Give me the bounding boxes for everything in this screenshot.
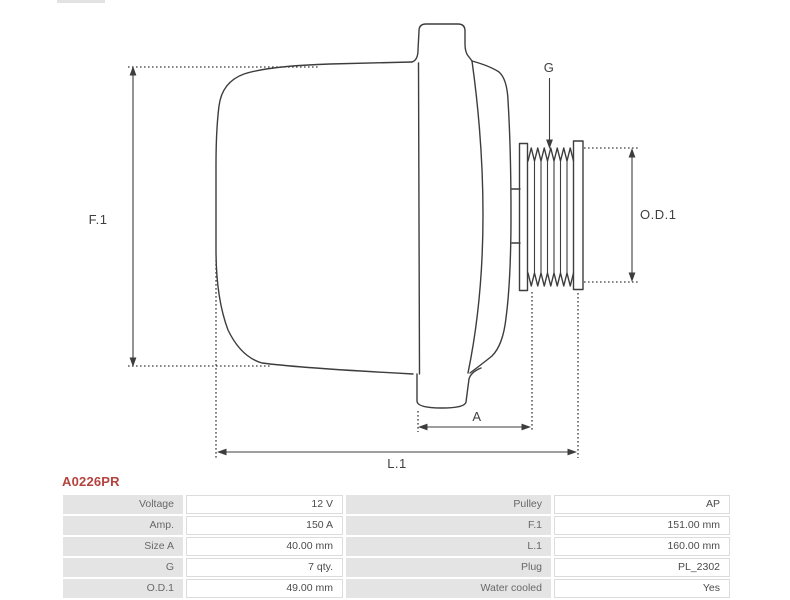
spec-value: 160.00 mm <box>554 537 730 556</box>
dimension-l1: L.1 <box>217 448 577 471</box>
dimension-l1-label: L.1 <box>387 456 407 471</box>
spec-label: Voltage <box>63 495 183 514</box>
extension-lines <box>128 66 638 458</box>
spec-value: 7 qty. <box>186 558 343 577</box>
dimension-f1-label: F.1 <box>89 212 108 227</box>
spec-label: Amp. <box>63 516 183 535</box>
pulley <box>518 140 584 292</box>
alternator-dimension-diagram: F.1 G O.D.1 A L.1 <box>89 23 676 471</box>
spec-value: AP <box>554 495 730 514</box>
cropped-logo-artifact <box>57 0 105 3</box>
alternator-body-outline <box>215 23 521 409</box>
spec-label: O.D.1 <box>63 579 183 598</box>
bottom-lug <box>416 367 482 409</box>
dimension-g: G <box>544 60 555 149</box>
spec-label: Pulley <box>346 495 551 514</box>
spec-label: F.1 <box>346 516 551 535</box>
pulley-left-flange <box>518 142 529 292</box>
spec-value: 40.00 mm <box>186 537 343 556</box>
spec-table: Voltage 12 V Pulley AP Amp. 150 A F.1 15… <box>63 495 730 598</box>
spec-label: Water cooled <box>346 579 551 598</box>
spec-label: Plug <box>346 558 551 577</box>
pulley-ribs-bottom <box>527 272 575 287</box>
dimension-a-label: A <box>472 409 481 424</box>
dimension-od1: O.D.1 <box>628 148 676 282</box>
dimension-g-label: G <box>544 60 555 75</box>
spec-value: 49.00 mm <box>186 579 343 598</box>
spec-value: 151.00 mm <box>554 516 730 535</box>
top-lug <box>411 23 473 63</box>
dimension-a: A <box>418 409 531 431</box>
alternator-diagram-svg: F.1 G O.D.1 A L.1 <box>89 23 676 471</box>
spec-value: 12 V <box>186 495 343 514</box>
dimension-od1-label: O.D.1 <box>640 207 676 222</box>
spec-label: L.1 <box>346 537 551 556</box>
pulley-right-flange <box>572 140 584 291</box>
pulley-ribs-top <box>527 147 575 162</box>
dimension-f1: F.1 <box>89 66 137 367</box>
spec-value: 150 A <box>186 516 343 535</box>
spec-label: Size A <box>63 537 183 556</box>
pulley-groove-lines <box>533 161 568 273</box>
spec-label: G <box>63 558 183 577</box>
spec-value: PL_2302 <box>554 558 730 577</box>
spec-value: Yes <box>554 579 730 598</box>
part-number: A0226PR <box>62 474 120 489</box>
